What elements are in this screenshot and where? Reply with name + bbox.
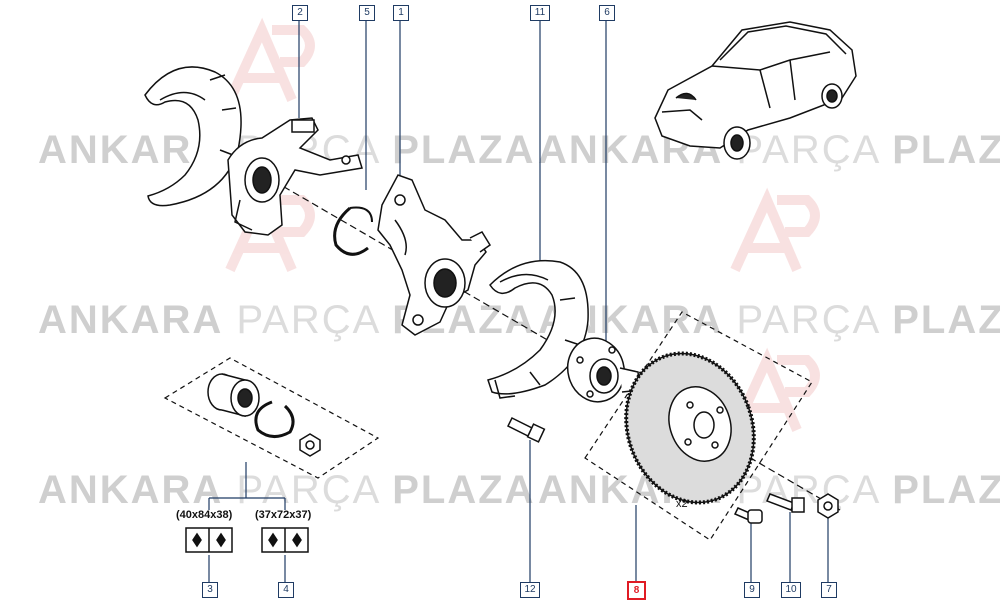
callout-2[interactable]: 2 bbox=[292, 5, 308, 21]
disc-quantity-label: x2 bbox=[676, 498, 688, 510]
leader-lines bbox=[208, 20, 829, 582]
bearing-3-icon bbox=[185, 527, 233, 553]
hub-nut-drawing bbox=[299, 433, 321, 457]
brake-disc-drawing bbox=[624, 351, 756, 505]
bearing-kit-box bbox=[163, 357, 380, 479]
wheel-bearing-drawing bbox=[207, 373, 260, 417]
brake-disc-kit-box bbox=[584, 311, 813, 541]
circlip-drawing bbox=[333, 206, 373, 256]
screw-9-drawing bbox=[733, 507, 763, 524]
callout-5[interactable]: 5 bbox=[359, 5, 375, 21]
wheel-nut-7-drawing bbox=[817, 493, 839, 519]
steering-knuckle-left-drawing bbox=[227, 117, 363, 236]
callout-1[interactable]: 1 bbox=[393, 5, 409, 21]
wheel-hub-drawing bbox=[566, 337, 641, 403]
callout-9[interactable]: 9 bbox=[744, 582, 760, 598]
bolt-10-drawing bbox=[766, 493, 805, 513]
steering-knuckle-center-drawing bbox=[377, 174, 492, 336]
callout-7[interactable]: 7 bbox=[821, 582, 837, 598]
dust-shield-left-drawing bbox=[144, 66, 242, 207]
bearing-3-size-label: (40x84x38) bbox=[176, 509, 233, 521]
car-illustration bbox=[654, 21, 857, 160]
kit-boxes bbox=[163, 311, 813, 541]
callout-8[interactable]: 8 bbox=[627, 581, 646, 600]
bearing-4-icon bbox=[261, 527, 309, 553]
dust-shield-center-drawing bbox=[487, 259, 589, 399]
bearing-circlip-drawing bbox=[254, 400, 295, 438]
watermark-row-3a: ANKARA PARÇA PLAZA bbox=[38, 468, 536, 512]
callout-10[interactable]: 10 bbox=[781, 582, 801, 598]
callout-3[interactable]: 3 bbox=[202, 582, 218, 598]
callout-6[interactable]: 6 bbox=[599, 5, 615, 21]
callout-12[interactable]: 12 bbox=[520, 582, 540, 598]
callout-11[interactable]: 11 bbox=[530, 5, 550, 21]
bearing-4-size-label: (37x72x37) bbox=[255, 509, 312, 521]
bolt-12-drawing bbox=[506, 416, 546, 443]
callout-4[interactable]: 4 bbox=[278, 582, 294, 598]
